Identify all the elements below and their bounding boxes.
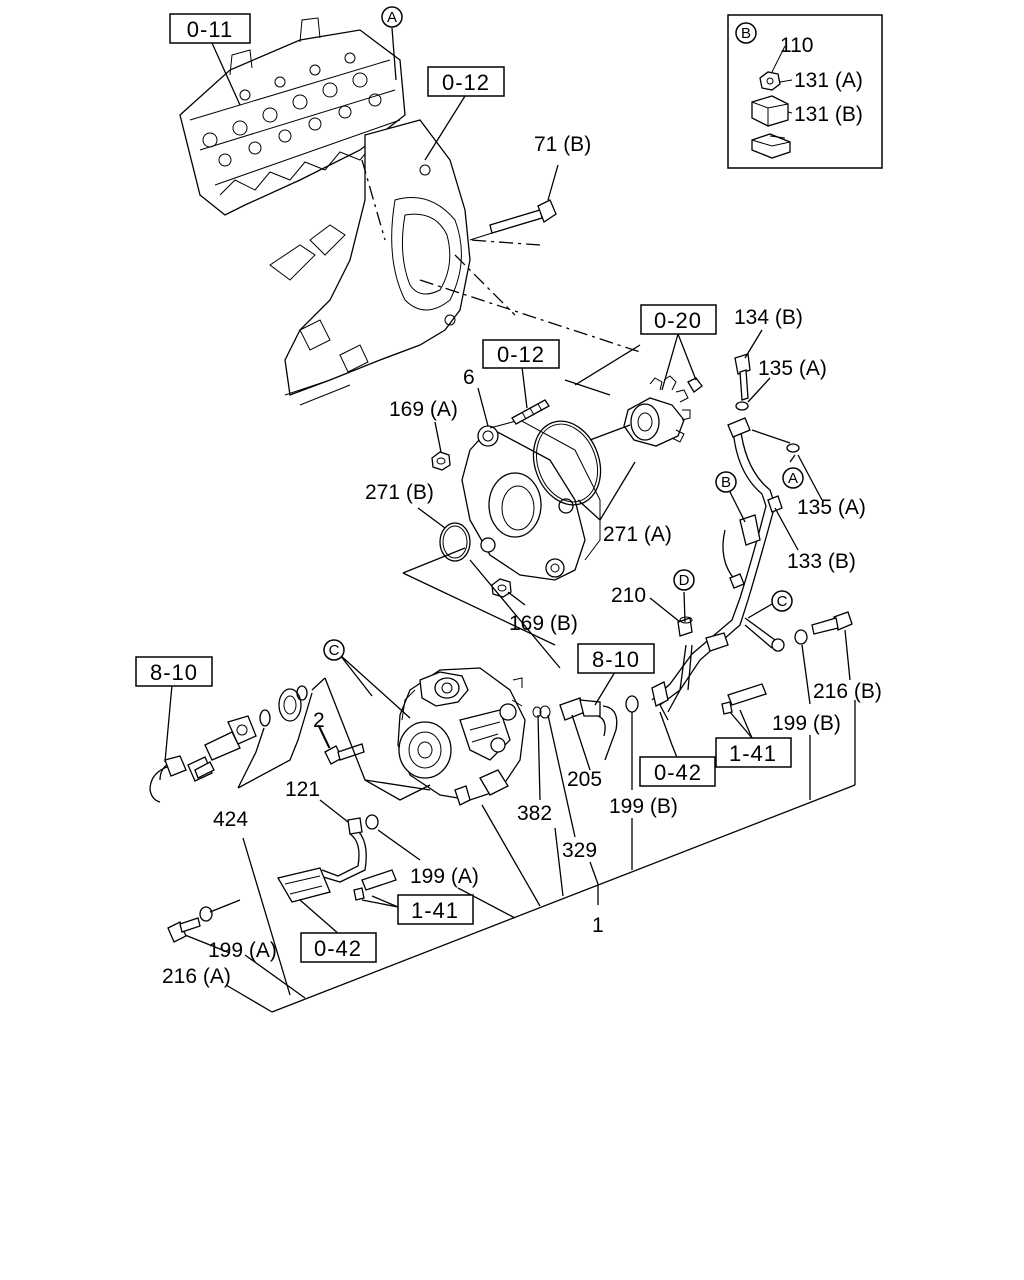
label-199b-right: 199 (B)	[772, 712, 841, 735]
ref-8-10-left-text: 8-10	[150, 660, 198, 685]
leak-off-pipe-drawing	[276, 814, 397, 903]
o-ring-271b-drawing	[439, 522, 471, 562]
label-199a-mid: 199 (A)	[410, 865, 479, 888]
label-216b: 216 (B)	[813, 680, 882, 703]
circle-d-pipe: D	[673, 569, 695, 591]
circle-c-pump-text: C	[329, 642, 340, 659]
pump-bracket-drawing	[461, 419, 601, 581]
fuel-temperature-sensor-drawing	[532, 697, 618, 761]
part-labels: 110 131 (A) 131 (B) 71 (B) 134 (B) 135 (…	[162, 34, 882, 988]
label-210: 210	[611, 584, 646, 607]
nut-110-drawing	[759, 71, 781, 91]
label-424: 424	[213, 808, 248, 831]
ref-1-41-right-text: 1-41	[729, 741, 777, 766]
leader-lines	[164, 27, 856, 1013]
alignment-lines	[361, 159, 641, 353]
ref-box-0-12-mid: 0-12	[482, 339, 560, 369]
circle-c-pipe: C	[771, 590, 793, 612]
label-6: 6	[463, 366, 475, 389]
circle-b-inset: B	[735, 22, 757, 44]
ref-1-41-bottom-text: 1-41	[411, 898, 459, 923]
label-216a: 216 (A)	[162, 965, 231, 988]
ref-box-1-41-bottom: 1-41	[397, 894, 474, 925]
label-131a: 131 (A)	[794, 69, 863, 92]
ref-0-42-right-text: 0-42	[654, 760, 702, 785]
nut-169b-drawing	[491, 578, 512, 598]
ref-box-0-42-right: 0-42	[639, 756, 716, 787]
label-134b: 134 (B)	[734, 306, 803, 329]
circle-a-right: A	[782, 467, 804, 489]
label-169a: 169 (A)	[389, 398, 458, 421]
label-271a: 271 (A)	[603, 523, 672, 546]
label-121: 121	[285, 778, 320, 801]
label-382: 382	[517, 802, 552, 825]
label-199b-mid: 199 (B)	[609, 795, 678, 818]
circle-b-inset-text: B	[741, 25, 751, 42]
circle-a-top: A	[381, 6, 403, 28]
ref-8-10-mid-text: 8-10	[592, 647, 640, 672]
nut-169a-drawing	[431, 451, 451, 471]
circle-c-pipe-text: C	[777, 593, 788, 610]
ref-0-20-text: 0-20	[654, 308, 702, 333]
label-131b: 131 (B)	[794, 103, 863, 126]
ref-0-12-mid-text: 0-12	[497, 342, 545, 367]
label-2: 2	[313, 709, 325, 732]
clip-131a-drawing	[751, 95, 789, 127]
ref-box-0-11: 0-11	[169, 13, 251, 44]
label-169b: 169 (B)	[509, 612, 578, 635]
injection-pump-drawing	[397, 667, 526, 806]
circle-c-pump: C	[323, 639, 345, 661]
stud-bolt-drawing	[511, 399, 550, 425]
bolt-2-drawing	[319, 726, 365, 765]
ref-box-8-10-left: 8-10	[135, 656, 213, 687]
suction-control-valve-drawing	[149, 715, 257, 803]
circle-d-pipe-text: D	[679, 572, 690, 589]
label-1: 1	[592, 914, 604, 937]
drive-gear-drawing	[623, 375, 703, 447]
label-71b: 71 (B)	[534, 133, 591, 156]
label-135a-right: 135 (A)	[797, 496, 866, 519]
bolt-216b-drawing	[794, 611, 853, 645]
circle-b-pipe: B	[715, 471, 737, 493]
ref-0-12-top-text: 0-12	[442, 70, 490, 95]
ref-box-0-20: 0-20	[640, 304, 717, 335]
circle-b-pipe-text: B	[721, 474, 731, 491]
ref-0-42-bottom-text: 0-42	[314, 936, 362, 961]
ref-box-0-12-top: 0-12	[427, 66, 505, 97]
ref-box-0-42-bottom: 0-42	[300, 932, 377, 963]
eye-bolt-134b-drawing	[734, 353, 800, 453]
ref-box-8-10-mid: 8-10	[577, 643, 655, 674]
fuel-pipe-drawing	[651, 417, 785, 721]
label-271b: 271 (B)	[365, 481, 434, 504]
label-199a-low: 199 (A)	[208, 939, 277, 962]
circle-a-right-text: A	[788, 470, 798, 487]
cylinder-head-drawing	[179, 17, 406, 216]
ref-0-11-text: 0-11	[187, 17, 233, 42]
hose-right-drawing	[721, 683, 767, 715]
label-133b: 133 (B)	[787, 550, 856, 573]
ref-box-1-41-right: 1-41	[715, 737, 792, 768]
label-135a-top: 135 (A)	[758, 357, 827, 380]
label-205: 205	[567, 768, 602, 791]
clip-131b-drawing	[751, 133, 791, 159]
circle-a-top-text: A	[387, 9, 397, 26]
label-329: 329	[562, 839, 597, 862]
label-110: 110	[780, 34, 813, 57]
engine-block-drawing	[269, 119, 471, 406]
bolt-71b-drawing	[469, 164, 559, 241]
